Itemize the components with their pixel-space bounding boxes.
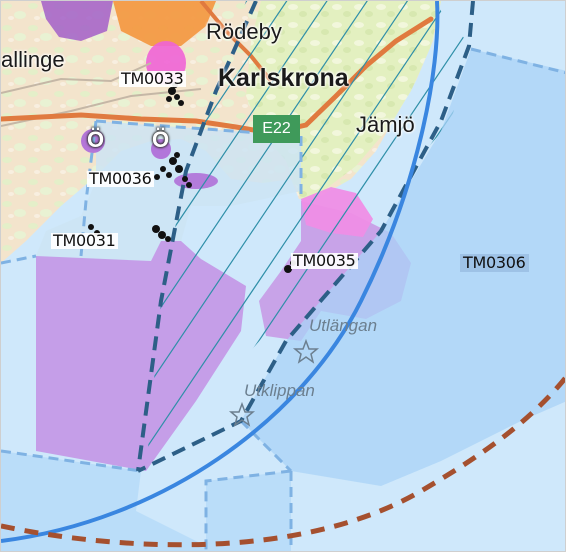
zone-tm0036-area <box>36 121 301 261</box>
star-utklippan-icon <box>228 401 256 427</box>
point-cluster-tm0036 <box>154 152 192 188</box>
point-cluster-tm0033 <box>166 82 184 106</box>
purple-area-northwest <box>41 1 113 41</box>
boundary-light-dashed-2 <box>1 47 565 551</box>
eez-boundary-dashed <box>1 374 565 548</box>
magenta-area <box>301 187 373 237</box>
purple-protected-area <box>36 241 246 471</box>
orange-area-north <box>113 1 216 46</box>
boundary-light-dashed-1 <box>1 119 303 265</box>
magenta-blob-tm0033 <box>146 41 186 85</box>
boundary-dark-dashed-west <box>136 1 258 472</box>
star-utlangan-icon <box>292 338 320 364</box>
zone-tm0306-area <box>241 49 565 486</box>
boundary-light-dashed-3 <box>239 419 293 473</box>
territorial-boundary-arc <box>1 1 440 543</box>
purple-blob-tm0036 <box>174 173 218 189</box>
road-shield-e22: E22 <box>253 115 300 143</box>
purple-blob-mid <box>151 139 171 159</box>
